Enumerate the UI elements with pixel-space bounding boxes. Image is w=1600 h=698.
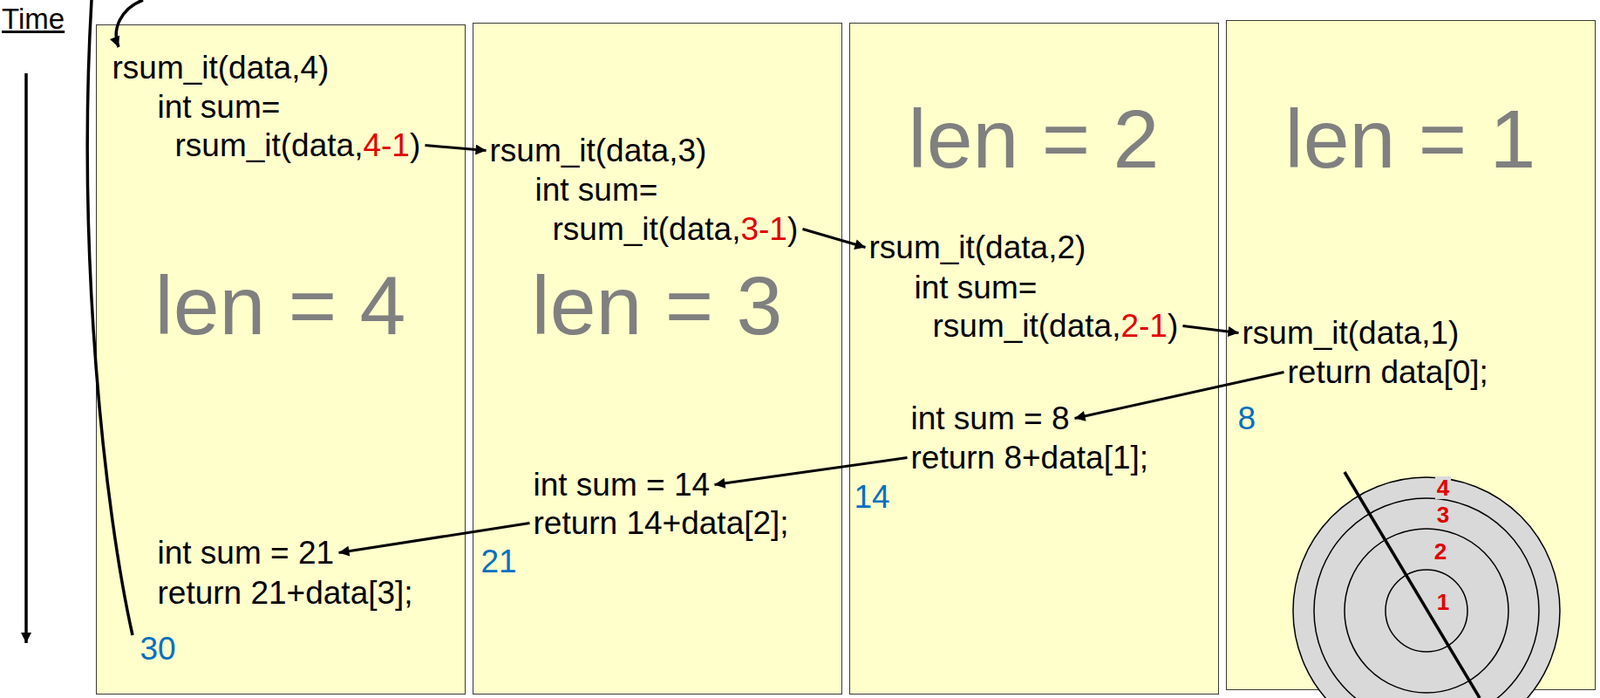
return-value: 21 xyxy=(481,542,518,581)
code-text: int sum= xyxy=(157,88,281,125)
ring-number: 1 xyxy=(1435,590,1451,613)
code-text: ) xyxy=(409,127,421,164)
frame-length-label: len = 2 xyxy=(908,91,1160,187)
frame-length-label: len = 1 xyxy=(1285,91,1537,187)
code-text: rsum_it(data,1) xyxy=(1242,314,1460,351)
code-line: rsum_it(data,3) xyxy=(486,131,712,171)
flow-arrow xyxy=(425,145,487,151)
code-line: rsum_it(data,3-1) xyxy=(549,210,804,249)
code-line: return 14+data[2]; xyxy=(530,503,795,543)
code-text: rsum_it(data,3) xyxy=(490,132,708,169)
code-text: ) xyxy=(1167,307,1178,344)
ring xyxy=(1293,476,1560,698)
call-frame: len = 1 8 rsum_it(data,1)return data[0]; xyxy=(1225,20,1596,690)
code-line: return 8+data[1]; xyxy=(907,438,1154,477)
call-frame: len = 4 30 rsum_it(data,4)int sum=rsum_it(… xyxy=(95,24,466,695)
argument-expression: 2-1 xyxy=(1120,307,1167,344)
code-text: rsum_it(data, xyxy=(175,127,364,164)
ring xyxy=(1344,528,1509,693)
return-value: 8 xyxy=(1238,399,1257,438)
code-line: int sum = 8 xyxy=(907,399,1076,438)
nested-rings xyxy=(1293,471,1560,698)
ring-slash xyxy=(1344,471,1480,698)
return-loop-curve xyxy=(115,0,143,48)
code-text: rsum_it(data, xyxy=(552,211,742,247)
frame-length-label: len = 4 xyxy=(155,258,407,354)
code-text: int sum = 21 xyxy=(157,534,335,571)
code-text: int sum = 8 xyxy=(911,400,1070,436)
time-axis-arrow xyxy=(24,73,28,643)
code-line: return data[0]; xyxy=(1284,353,1494,392)
code-text: int sum= xyxy=(914,269,1038,306)
argument-expression: 4-1 xyxy=(362,127,409,164)
code-line: int sum= xyxy=(911,268,1042,307)
code-line: rsum_it(data,1) xyxy=(1239,313,1464,353)
return-value: 30 xyxy=(140,629,177,668)
argument-expression: 3-1 xyxy=(740,211,787,247)
code-line: int sum = 14 xyxy=(530,465,715,504)
call-frame: len = 2 14 rsum_it(data,2)int sum=rsum_it(… xyxy=(849,22,1219,695)
code-line: int sum= xyxy=(154,88,286,127)
ring-number: 2 xyxy=(1432,539,1449,563)
code-text: int sum = 14 xyxy=(533,466,711,503)
code-line: rsum_it(data,2-1) xyxy=(929,306,1184,346)
frame-length-label: len = 3 xyxy=(531,258,783,354)
code-text: ) xyxy=(787,211,798,247)
time-label: Time xyxy=(1,2,65,36)
call-frame: len = 3 21 rsum_it(data,3)int sum=rsum_it(… xyxy=(472,22,843,695)
code-line: rsum_it(data,4) xyxy=(108,48,334,88)
code-text: int sum= xyxy=(535,171,659,208)
code-text: rsum_it(data,2) xyxy=(869,229,1087,266)
code-text: return 14+data[2]; xyxy=(533,504,790,541)
flow-arrow xyxy=(339,523,531,553)
code-text: return 8+data[1]; xyxy=(911,439,1150,476)
ring-number: 3 xyxy=(1435,503,1451,526)
ring xyxy=(1314,497,1539,698)
code-line: rsum_it(data,2) xyxy=(865,228,1091,267)
code-line: return 21+data[3]; xyxy=(154,573,419,613)
flow-arrow xyxy=(1183,326,1240,334)
flow-arrow xyxy=(1075,372,1285,419)
flow-arrow xyxy=(714,457,908,485)
return-loop-curve xyxy=(87,0,133,635)
code-text: return 21+data[3]; xyxy=(157,574,414,611)
ring-number: 4 xyxy=(1435,476,1451,499)
code-text: rsum_it(data,4) xyxy=(112,49,330,86)
code-text: return data[0]; xyxy=(1287,354,1489,390)
ring xyxy=(1385,569,1468,652)
code-text: rsum_it(data, xyxy=(932,307,1122,344)
return-value: 14 xyxy=(854,477,891,517)
flow-arrow xyxy=(803,229,866,248)
code-line: int sum = 21 xyxy=(154,533,340,572)
code-line: rsum_it(data,4-1) xyxy=(171,126,426,165)
code-line: int sum= xyxy=(531,170,663,210)
